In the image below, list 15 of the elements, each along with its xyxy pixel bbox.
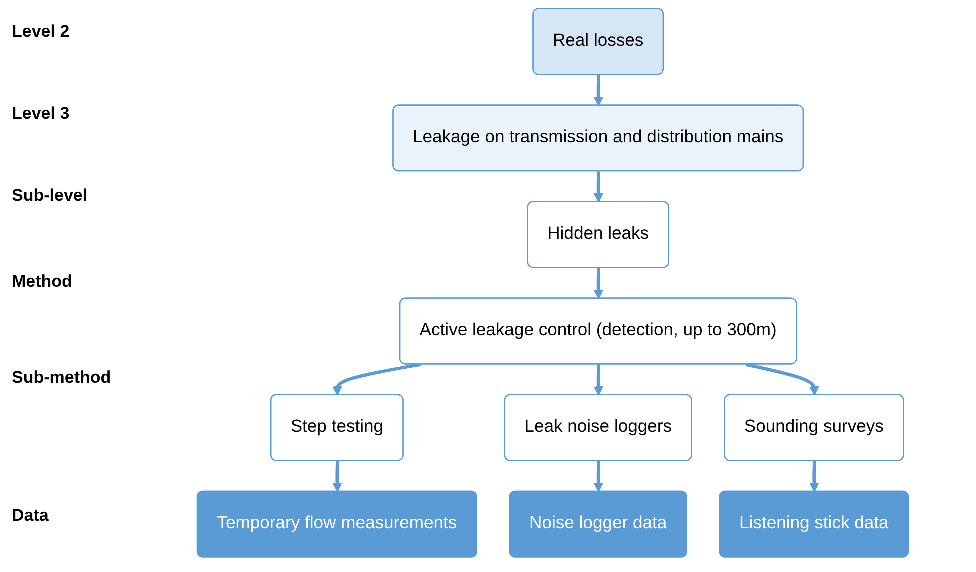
arrow: [594, 75, 604, 106]
level-label: Method: [12, 272, 72, 292]
arrow: [594, 364, 604, 396]
level-label: Level 3: [12, 104, 70, 124]
arrow: [594, 172, 604, 203]
arrow: [810, 461, 820, 492]
level-label: Level 2: [12, 22, 70, 42]
arrow: [332, 363, 422, 396]
arrow: [594, 268, 604, 300]
level-label: Data: [12, 506, 49, 526]
level-label: Sub-level: [12, 186, 88, 206]
arrow: [594, 461, 604, 492]
level-label: Sub-method: [12, 368, 112, 388]
arrow: [746, 363, 820, 396]
arrow: [332, 461, 342, 492]
